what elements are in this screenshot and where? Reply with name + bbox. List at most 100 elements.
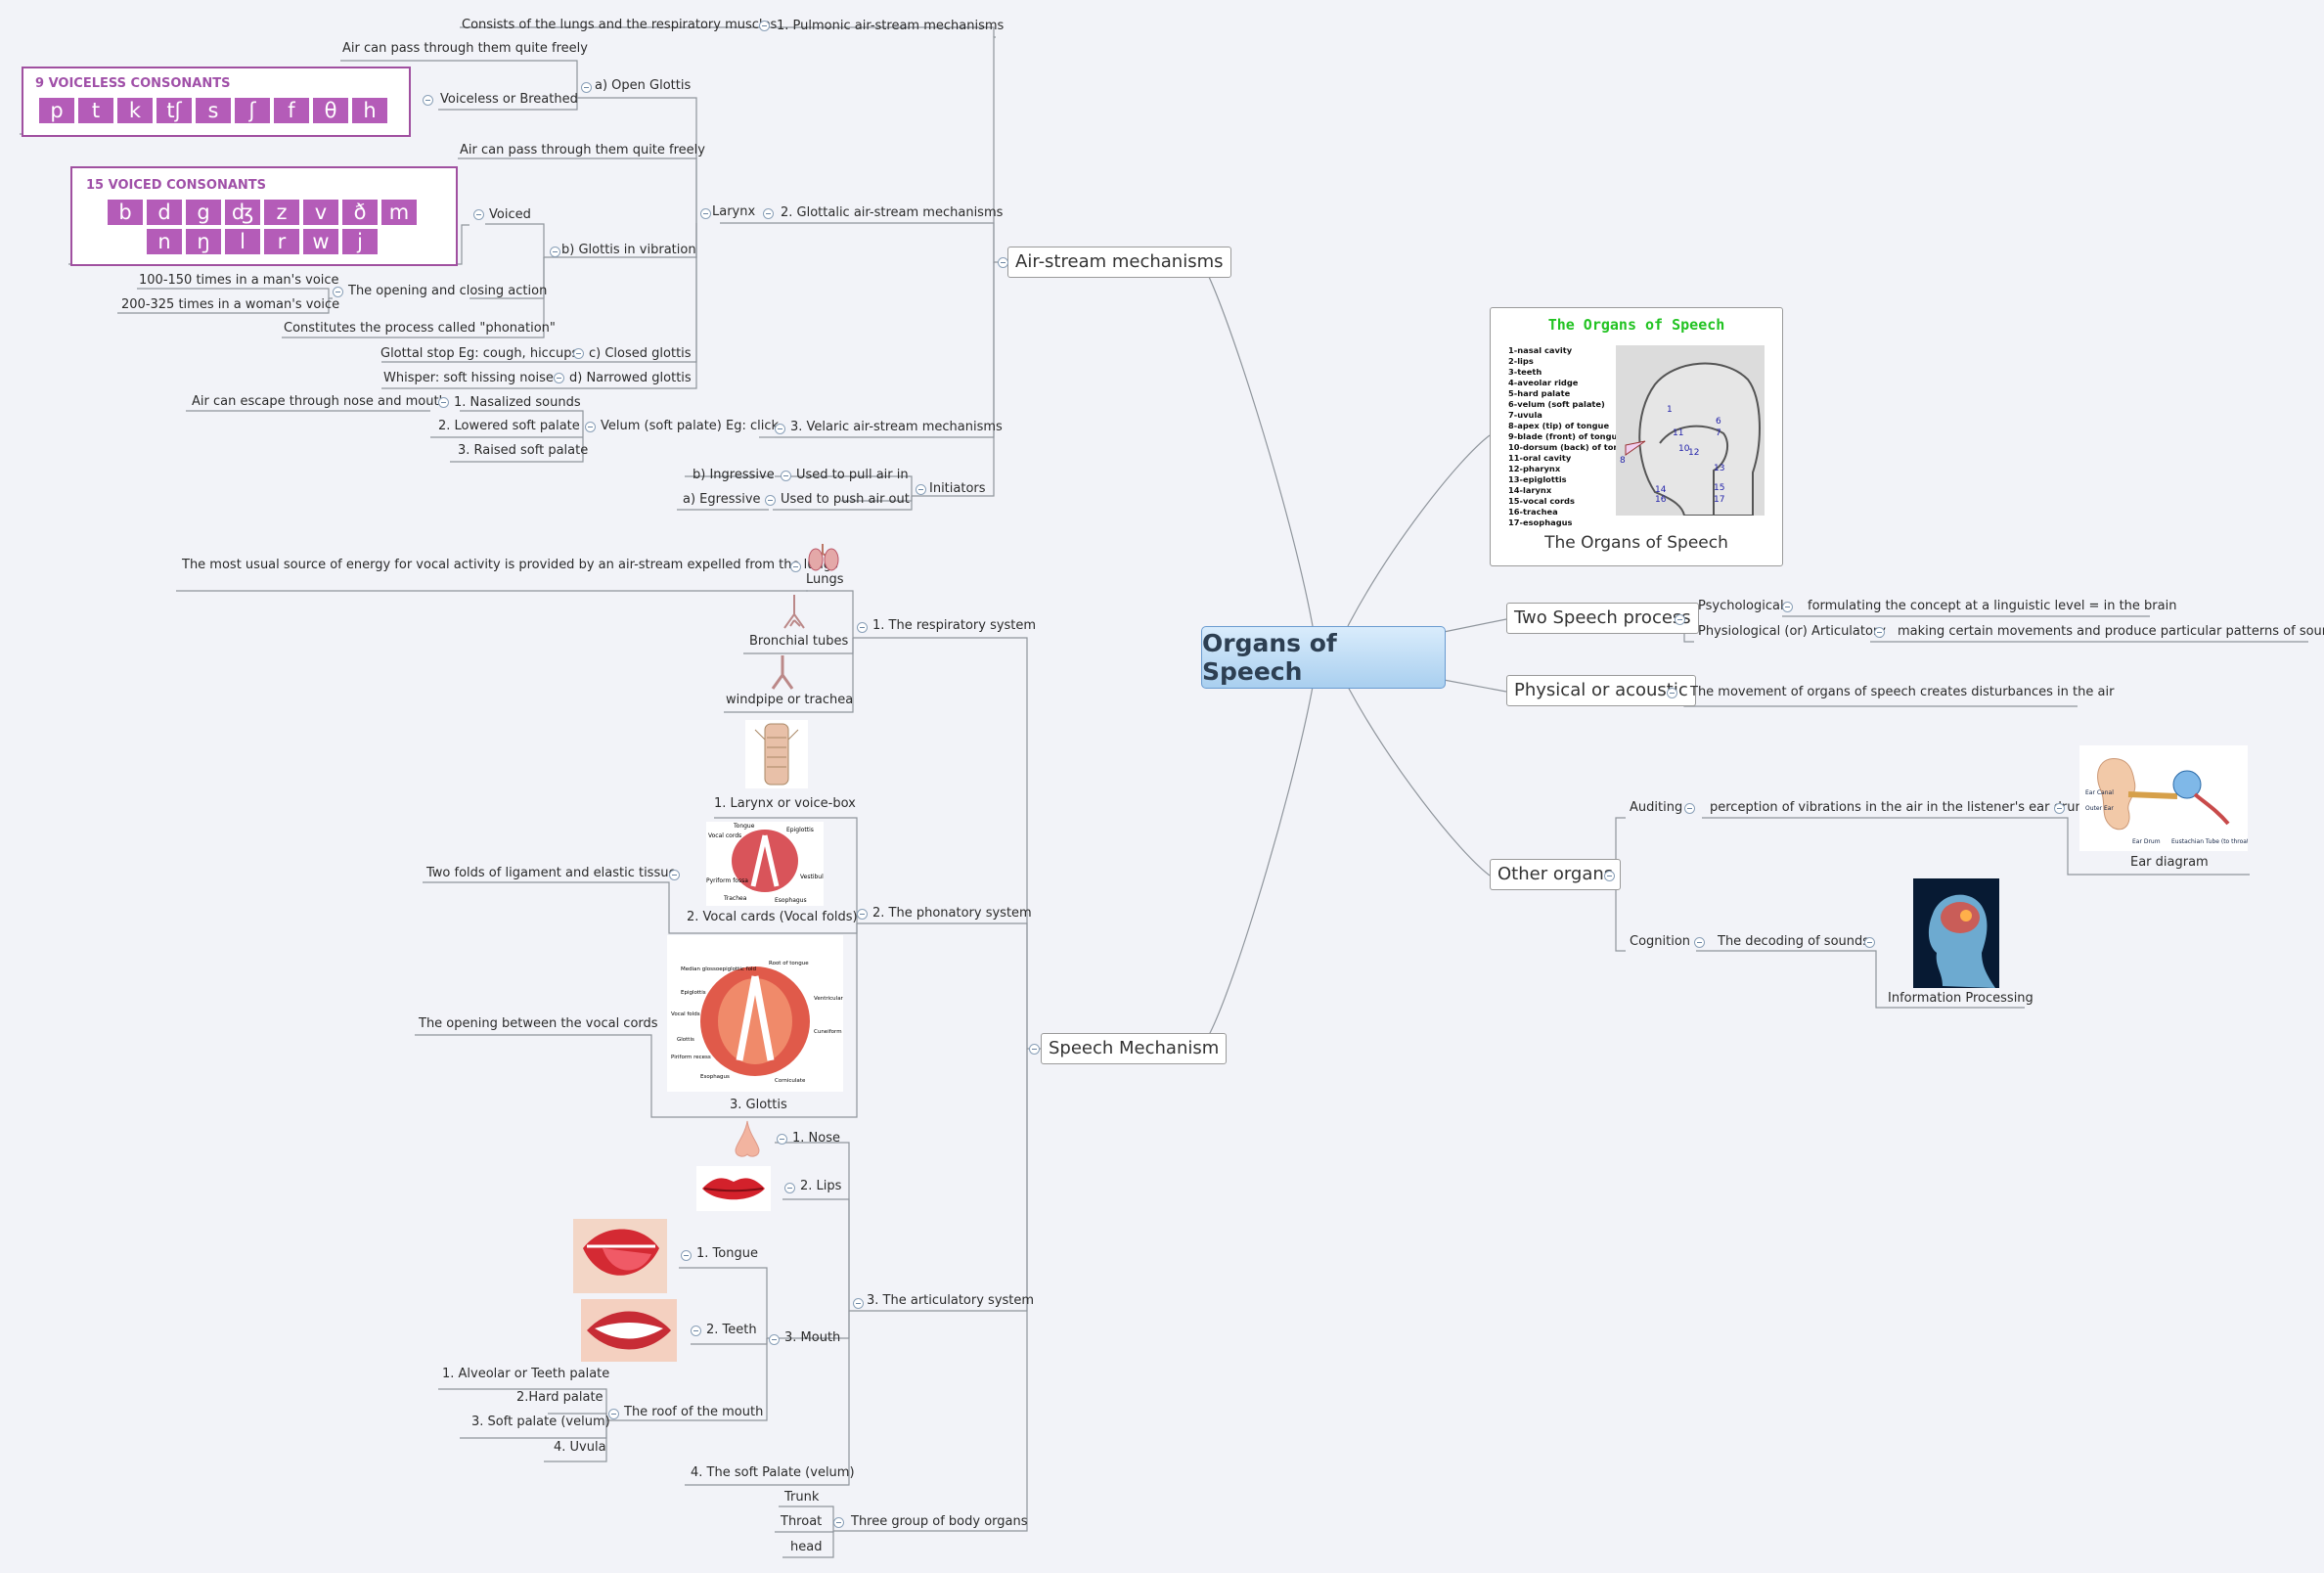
- collapse-toggle[interactable]: [781, 471, 791, 481]
- collapse-toggle[interactable]: [1694, 937, 1705, 948]
- node-vocal-cards[interactable]: 2. Vocal cards (Vocal folds): [687, 910, 858, 924]
- node-head[interactable]: head: [790, 1540, 823, 1554]
- node-velum[interactable]: Velum (soft palate) Eg: click: [601, 419, 780, 433]
- node-glottis[interactable]: 3. Glottis: [730, 1098, 787, 1112]
- collapse-toggle[interactable]: [833, 1517, 844, 1528]
- node-bronchial[interactable]: Bronchial tubes: [749, 634, 849, 649]
- collapse-toggle[interactable]: [765, 495, 776, 506]
- collapse-toggle[interactable]: [998, 257, 1008, 268]
- node-raised[interactable]: 3. Raised soft palate: [458, 443, 589, 458]
- node-ingressive[interactable]: b) Ingressive: [693, 468, 775, 482]
- collapse-toggle[interactable]: [1684, 803, 1695, 814]
- collapse-toggle[interactable]: [857, 622, 868, 633]
- node-open-glottis[interactable]: a) Open Glottis: [595, 78, 692, 93]
- node-soft-palate-velum[interactable]: 4. The soft Palate (velum): [691, 1465, 855, 1480]
- node-psychological[interactable]: Psychological: [1698, 599, 1784, 613]
- node-teeth[interactable]: 2. Teeth: [706, 1323, 757, 1337]
- topic-physical-acoustic[interactable]: Physical or acoustic: [1506, 675, 1696, 706]
- node-lowered[interactable]: 2. Lowered soft palate: [438, 419, 580, 433]
- collapse-toggle[interactable]: [438, 397, 449, 408]
- collapse-toggle[interactable]: [550, 247, 560, 257]
- topic-speech-mechanism[interactable]: Speech Mechanism: [1041, 1033, 1228, 1064]
- node-uvula[interactable]: 4. Uvula: [554, 1440, 606, 1455]
- collapse-toggle[interactable]: [333, 287, 343, 297]
- node-closed-glottis[interactable]: c) Closed glottis: [589, 346, 692, 361]
- collapse-toggle[interactable]: [423, 95, 433, 106]
- collapse-toggle[interactable]: [853, 1298, 864, 1309]
- collapse-toggle[interactable]: [1675, 614, 1685, 625]
- topic-two-speech-process[interactable]: Two Speech process: [1506, 603, 1699, 634]
- node-soft-palate[interactable]: 3. Soft palate (velum): [471, 1415, 610, 1429]
- node-information-processing[interactable]: Information Processing: [1888, 991, 2034, 1006]
- node-mouth[interactable]: 3. Mouth: [784, 1330, 841, 1345]
- collapse-toggle[interactable]: [608, 1409, 619, 1419]
- node-phonatory[interactable]: 2. The phonatory system: [872, 906, 1032, 921]
- node-glottalic[interactable]: 2. Glottalic air-stream mechanisms: [781, 205, 1004, 220]
- node-larynx[interactable]: Larynx: [712, 204, 756, 219]
- node-narrowed-glottis[interactable]: d) Narrowed glottis: [569, 371, 692, 385]
- node-hard-palate[interactable]: 2.Hard palate: [516, 1390, 603, 1405]
- node-physiological[interactable]: Physiological (or) Articulatory: [1698, 624, 1886, 639]
- collapse-toggle[interactable]: [1604, 871, 1615, 881]
- collapse-toggle[interactable]: [473, 209, 484, 220]
- central-topic[interactable]: Organs of Speech: [1201, 626, 1446, 689]
- collapse-toggle[interactable]: [784, 1183, 795, 1193]
- node-vibration[interactable]: b) Glottis in vibration: [561, 243, 696, 257]
- collapse-toggle[interactable]: [857, 909, 868, 920]
- organ-list-item: 10-dorsum (back) of tongue: [1508, 442, 1636, 452]
- svg-text:Esophagus: Esophagus: [775, 897, 807, 904]
- collapse-toggle[interactable]: [777, 1134, 787, 1145]
- node-lips[interactable]: 2. Lips: [800, 1179, 842, 1193]
- node-egressive[interactable]: a) Egressive: [683, 492, 761, 507]
- node-ear-diagram[interactable]: Ear diagram: [2130, 855, 2209, 870]
- node-auditing[interactable]: Auditing: [1630, 800, 1683, 815]
- collapse-toggle[interactable]: [1667, 688, 1677, 698]
- node-velaric[interactable]: 3. Velaric air-stream mechanisms: [790, 420, 1003, 434]
- collapse-toggle[interactable]: [1864, 937, 1875, 948]
- node-voiceless[interactable]: Voiceless or Breathed: [440, 92, 578, 107]
- node-windpipe[interactable]: windpipe or trachea: [726, 693, 854, 707]
- collapse-toggle[interactable]: [691, 1326, 701, 1336]
- node-initiators[interactable]: Initiators: [929, 481, 986, 496]
- node-alveolar[interactable]: 1. Alveolar or Teeth palate: [442, 1367, 610, 1381]
- node-three-groups[interactable]: Three group of body organs: [851, 1514, 1028, 1529]
- node-pulmonic[interactable]: 1. Pulmonic air-stream mechanisms: [777, 19, 1005, 33]
- node-nose[interactable]: 1. Nose: [792, 1131, 840, 1146]
- node-throat[interactable]: Throat: [781, 1514, 823, 1529]
- push-desc[interactable]: Used to push air out: [781, 492, 910, 507]
- node-respiratory[interactable]: 1. The respiratory system: [872, 618, 1037, 633]
- node-tongue[interactable]: 1. Tongue: [696, 1246, 758, 1261]
- collapse-toggle[interactable]: [573, 348, 584, 359]
- collapse-toggle[interactable]: [790, 562, 801, 572]
- collapse-toggle[interactable]: [585, 422, 596, 432]
- pull-desc[interactable]: Used to pull air in: [796, 468, 909, 482]
- node-cognition[interactable]: Cognition: [1630, 934, 1691, 949]
- collapse-toggle[interactable]: [1029, 1044, 1040, 1055]
- collapse-toggle[interactable]: [581, 82, 592, 93]
- collapse-toggle[interactable]: [759, 21, 770, 31]
- collapse-toggle[interactable]: [2054, 803, 2065, 814]
- node-nasalized[interactable]: 1. Nasalized sounds: [454, 395, 581, 410]
- collapse-toggle[interactable]: [700, 208, 711, 219]
- node-articulatory[interactable]: 3. The articulatory system: [867, 1293, 1035, 1308]
- node-opening-closing[interactable]: The opening and closing action: [348, 284, 548, 298]
- node-lungs[interactable]: Lungs: [806, 572, 844, 587]
- collapse-toggle[interactable]: [669, 870, 680, 880]
- node-voiced[interactable]: Voiced: [489, 207, 531, 222]
- collapse-toggle[interactable]: [916, 484, 926, 495]
- collapse-toggle[interactable]: [681, 1250, 692, 1261]
- collapse-toggle[interactable]: [1874, 627, 1885, 638]
- node-trunk[interactable]: Trunk: [784, 1490, 820, 1505]
- topic-other-organs[interactable]: Other organs: [1490, 859, 1622, 890]
- node-roof[interactable]: The roof of the mouth: [624, 1405, 764, 1419]
- topic-airstream[interactable]: Air-stream mechanisms: [1007, 247, 1231, 278]
- collapse-toggle[interactable]: [763, 208, 774, 219]
- node-larynx-voice-box[interactable]: 1. Larynx or voice-box: [714, 796, 856, 811]
- collapse-toggle[interactable]: [775, 424, 785, 434]
- collapse-toggle[interactable]: [554, 373, 564, 383]
- collapse-toggle[interactable]: [769, 1334, 780, 1345]
- collapse-toggle[interactable]: [1782, 602, 1793, 612]
